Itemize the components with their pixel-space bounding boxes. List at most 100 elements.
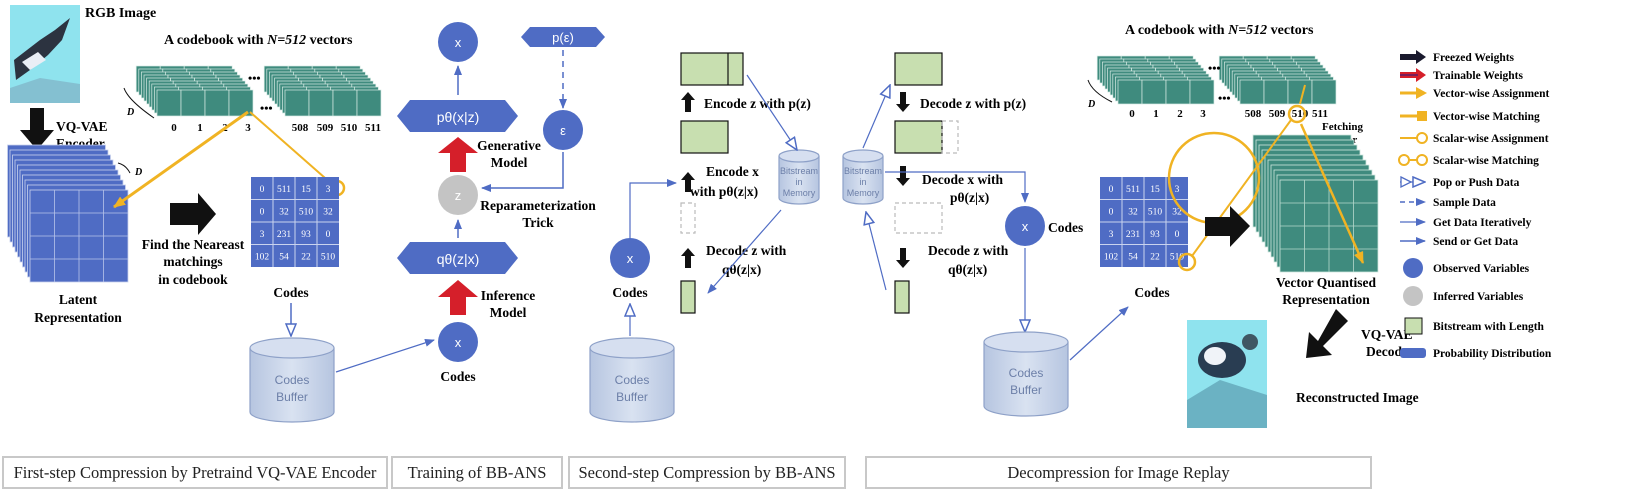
generative-red-arrow	[438, 137, 478, 172]
decode-z-label-1: Decode z with	[706, 243, 787, 258]
rgb-image	[10, 5, 80, 103]
codebook-title-2: A codebook with N=512 vectors	[1125, 23, 1314, 38]
vector-assignment-arrow	[113, 110, 249, 209]
x-observed-4	[1005, 206, 1045, 246]
encoder-distribution	[397, 242, 518, 274]
svg-text:Codes: Codes	[615, 373, 650, 387]
svg-text:qθ(z|x): qθ(z|x)	[437, 251, 480, 267]
codes-buffer-3: Codes Buffer	[589, 337, 675, 423]
legend-item: Scalar-wise Assignment	[1433, 133, 1549, 145]
legend-label: Trainable Weights	[1433, 70, 1524, 82]
generative-label-2: Model	[491, 155, 528, 170]
svg-text:Buffer: Buffer	[616, 390, 648, 404]
code-cell: 510	[299, 207, 314, 217]
code-cell: 22	[301, 252, 311, 262]
legend-item: Freezed Weights	[1433, 52, 1515, 64]
legend-item: Observed Variables	[1433, 263, 1530, 275]
svg-text:D: D	[1087, 99, 1095, 110]
fetching-label-1: Fetching	[1322, 121, 1363, 133]
bitstream-3-empty	[680, 202, 696, 234]
decode-x-label-1: Decode x with	[922, 172, 1003, 187]
reconstructed-label: Reconstructed Image	[1296, 390, 1419, 405]
inference-red-arrow	[438, 280, 478, 315]
bitstream-7-empty	[894, 202, 943, 234]
legend-label: Sample Data	[1433, 197, 1496, 209]
codebook-index: 508	[1245, 108, 1262, 120]
latent-label-2: Representation	[34, 310, 122, 325]
codebook-index: 511	[365, 122, 381, 134]
legend-label: Scalar-wise Assignment	[1433, 133, 1549, 145]
svg-text:in: in	[859, 177, 866, 187]
codebook-index: 3	[1200, 108, 1206, 120]
bitstream-1	[680, 52, 744, 86]
reparam-label-1: Reparameterization	[480, 198, 596, 213]
generative-label-1: Generative	[477, 138, 541, 153]
code-cell: 22	[1150, 252, 1160, 262]
code-cell: 32	[323, 207, 333, 217]
decoder-label-1: VQ-VAE	[1361, 327, 1413, 342]
codes-label-1: Codes	[273, 285, 308, 300]
footer-second-step: Second-step Compression by BB-ANS	[568, 456, 846, 489]
code-cell: 0	[260, 207, 265, 217]
svg-text:pθ(x|z): pθ(x|z)	[437, 109, 480, 125]
inference-label-2: Model	[490, 305, 527, 320]
panel-first-step: RGB Image VQ-VAE Encoder Latent Represen…	[7, 5, 435, 423]
legend-item: Trainable Weights	[1433, 70, 1524, 82]
encoder-label-1: VQ-VAE	[56, 119, 108, 134]
decoder-distribution	[397, 100, 518, 132]
code-cell: 231	[277, 230, 292, 240]
svg-text:x: x	[1022, 219, 1029, 234]
panel-decompression: Bitstream in Memory Decode z with p(z) D…	[842, 23, 1419, 428]
legend-label: Vector-wise Matching	[1433, 111, 1540, 123]
svg-text:x: x	[627, 251, 634, 266]
svg-text:Memory: Memory	[783, 188, 816, 198]
code-cell: 510	[321, 252, 336, 262]
codebook-dim-label: D	[126, 107, 134, 118]
legend-label: Freezed Weights	[1433, 52, 1515, 64]
codebook-title: A codebook with N=512 vectors	[164, 33, 353, 48]
legend-item: Inferred Variables	[1433, 291, 1524, 303]
bitstream-2	[680, 120, 729, 154]
legend-item: Send or Get Data	[1433, 236, 1518, 248]
p-eps-distribution	[521, 27, 605, 47]
legend-label: Send or Get Data	[1433, 236, 1518, 248]
legend-item: Sample Data	[1433, 197, 1496, 209]
code-cell: 102	[255, 252, 270, 262]
code-cell: 3	[1175, 185, 1180, 195]
legend-item: Vector-wise Matching	[1433, 111, 1540, 123]
codes-side-label: Codes	[1048, 220, 1083, 235]
legend-label: Observed Variables	[1433, 263, 1530, 275]
codebook-index: 509	[1269, 108, 1286, 120]
footer-training: Training of BB-ANS	[391, 456, 563, 489]
codes-label-4: Codes	[1134, 285, 1169, 300]
code-cell: 0	[326, 230, 331, 240]
code-cell: 15	[1150, 185, 1160, 195]
decode-z-p-label: Decode z with p(z)	[920, 96, 1026, 111]
rgb-image-label: RGB Image	[85, 6, 156, 21]
codes-buffer-4: Codes Buffer	[983, 331, 1069, 417]
svg-text:Buffer: Buffer	[1010, 383, 1042, 397]
code-cell: 32	[279, 207, 289, 217]
codebook-index: 3	[245, 122, 251, 134]
bitstream-5	[894, 52, 943, 86]
reconstructed-image	[1187, 320, 1267, 428]
svg-text:•••: •••	[260, 101, 273, 115]
codebook-vectors-2: ••••••	[1096, 55, 1337, 105]
code-cell: 231	[1126, 230, 1141, 240]
codebook-index: 1	[1153, 108, 1159, 120]
code-cell: 511	[1126, 185, 1140, 195]
encoder-arrow	[20, 108, 54, 150]
codes-label-3: Codes	[612, 285, 647, 300]
codebook-vectors: ••••••	[135, 65, 382, 117]
legend-label: Get Data Iteratively	[1433, 217, 1532, 229]
decoder-arrow	[1306, 309, 1348, 358]
svg-text:z: z	[455, 188, 462, 203]
svg-text:in: in	[795, 177, 802, 187]
footer-first-step: First-step Compression by Pretraind VQ-V…	[2, 456, 388, 489]
codes-buffer-1: Codes Buffer	[249, 337, 335, 423]
